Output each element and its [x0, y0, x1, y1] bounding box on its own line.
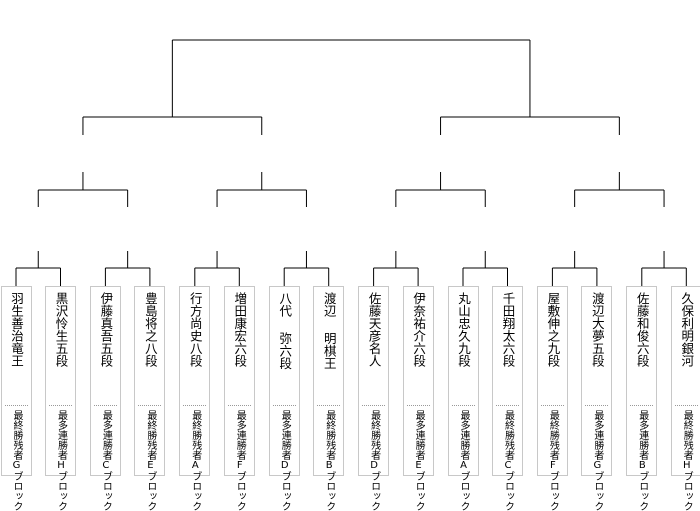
- player-card: 屋敷伸之九段最終勝残者Fブロック: [536, 286, 568, 511]
- qualification: 最多連勝者Gブロック: [591, 410, 603, 511]
- player-card: 増田康宏六段最多連勝者Fブロック: [223, 286, 255, 511]
- player-card: 渡辺 明棋王最終勝残者Bブロック: [313, 286, 345, 511]
- bracket-lines: [15, 39, 687, 286]
- divider: [406, 405, 430, 406]
- player-card: 千田翔太六段最終勝残者Cブロック: [492, 286, 523, 511]
- player-name: 佐藤和俊六段: [634, 292, 650, 367]
- player-name: 丸山忠久九段: [456, 292, 471, 367]
- qualification-block: Aブロック: [458, 460, 469, 511]
- player-card: 丸山忠久九段最多連勝者Aブロック: [447, 286, 479, 511]
- qualification: 最終勝残者Gブロック: [11, 410, 22, 511]
- divider: [4, 405, 28, 406]
- player-card: 羽生善治竜王最終勝残者Gブロック: [0, 286, 32, 511]
- qualification: 最終勝残者Aブロック: [189, 410, 201, 511]
- divider: [49, 405, 72, 406]
- divider: [362, 405, 386, 406]
- player-name: 渡辺大夢五段: [589, 292, 605, 367]
- divider: [496, 405, 519, 406]
- divider: [630, 405, 654, 406]
- qualification: 最多連勝者Eブロック: [413, 410, 425, 511]
- qualification: 最多連勝者Cブロック: [100, 410, 112, 511]
- qualification-block: Fブロック: [547, 460, 559, 511]
- qualification-block: Fブロック: [234, 460, 246, 511]
- qualification-block: Cブロック: [100, 460, 112, 511]
- divider: [674, 405, 698, 406]
- qualification-type: 最多連勝者: [100, 410, 112, 460]
- qualification: 最多連勝者Hブロック: [55, 410, 67, 511]
- qualification-type: 最終勝残者: [681, 410, 693, 460]
- player-card: 佐藤天彦名人最終勝残者Dブロック: [358, 286, 390, 511]
- player-card: 伊奈祐介六段最多連勝者Eブロック: [402, 286, 434, 511]
- qualification: 最終勝残者Eブロック: [144, 410, 156, 511]
- divider: [93, 405, 117, 406]
- player-name: 増田康宏六段: [232, 292, 248, 367]
- divider: [272, 405, 296, 406]
- qualification: 最終勝残者Cブロック: [502, 410, 514, 511]
- qualification-block: Gブロック: [591, 460, 603, 511]
- qualification: 最終勝残者Bブロック: [323, 410, 335, 511]
- player-card: 黒沢怜生五段最多連勝者Hブロック: [45, 286, 76, 511]
- qualification: 最終勝残者Dブロック: [368, 410, 380, 511]
- player-name: 久保利明銀河: [679, 292, 695, 367]
- tournament-bracket: 羽生善治竜王最終勝残者Gブロック黒沢怜生五段最多連勝者Hブロック伊藤真吾五段最多…: [0, 39, 700, 511]
- qualification-block: Hブロック: [681, 460, 693, 511]
- qualification-type: 最終勝残者: [547, 410, 559, 460]
- player-card: 佐藤和俊六段最多連勝者Bブロック: [626, 286, 658, 511]
- qualification: 最終勝残者Hブロック: [681, 410, 693, 511]
- qualification: 最多連勝者Fブロック: [234, 410, 246, 511]
- divider: [317, 405, 341, 406]
- qualification-block: Aブロック: [189, 460, 201, 511]
- player-name: 渡辺 明棋王: [321, 292, 337, 370]
- qualification-type: 最多連勝者: [55, 410, 67, 460]
- qualification-block: Bブロック: [323, 460, 335, 511]
- qualification-type: 最終勝残者: [323, 410, 335, 460]
- divider: [183, 405, 207, 406]
- divider: [138, 405, 162, 406]
- qualification-type: 最多連勝者: [591, 410, 603, 460]
- qualification-type: 最多連勝者: [636, 410, 648, 460]
- player-name: 羽生善治竜王: [9, 292, 24, 367]
- divider: [585, 405, 609, 406]
- player-name: 行方尚史八段: [187, 292, 203, 367]
- qualification-type: 最終勝残者: [189, 410, 201, 460]
- qualification-type: 最終勝残者: [502, 410, 514, 460]
- player-name: 八代 弥六段: [277, 292, 293, 370]
- qualification-type: 最多連勝者: [279, 410, 291, 460]
- qualification-block: Eブロック: [413, 460, 425, 511]
- qualification-block: Cブロック: [502, 460, 514, 511]
- qualification-block: Dブロック: [368, 460, 380, 511]
- player-card: 渡辺大夢五段最多連勝者Gブロック: [581, 286, 613, 511]
- qualification-type: 最終勝残者: [368, 410, 380, 460]
- qualification: 最終勝残者Fブロック: [547, 410, 559, 511]
- qualification-block: Bブロック: [636, 460, 648, 511]
- player-name: 豊島将之八段: [142, 292, 158, 367]
- qualification-block: Eブロック: [144, 460, 156, 511]
- qualification: 最多連勝者Aブロック: [458, 410, 469, 511]
- player-card: 豊島将之八段最終勝残者Eブロック: [134, 286, 166, 511]
- qualification-block: Hブロック: [55, 460, 67, 511]
- player-name: 千田翔太六段: [500, 292, 516, 367]
- qualification-block: Dブロック: [279, 460, 291, 511]
- player-card: 久保利明銀河最終勝残者Hブロック: [670, 286, 700, 511]
- player-card: 八代 弥六段最多連勝者Dブロック: [268, 286, 300, 511]
- player-name: 伊藤真吾五段: [98, 292, 114, 367]
- player-card: 伊藤真吾五段最多連勝者Cブロック: [89, 286, 121, 511]
- divider: [227, 405, 251, 406]
- qualification-type: 最多連勝者: [234, 410, 246, 460]
- qualification-block: Gブロック: [11, 460, 22, 511]
- player-card: 行方尚史八段最終勝残者Aブロック: [179, 286, 211, 511]
- player-name: 佐藤天彦名人: [366, 292, 382, 367]
- player-name: 黒沢怜生五段: [53, 292, 69, 367]
- divider: [540, 405, 564, 406]
- qualification: 最多連勝者Bブロック: [636, 410, 648, 511]
- player-name: 伊奈祐介六段: [411, 292, 427, 367]
- divider: [451, 405, 475, 406]
- qualification-type: 最終勝残者: [11, 410, 22, 460]
- qualification: 最多連勝者Dブロック: [279, 410, 291, 511]
- qualification-type: 最多連勝者: [458, 410, 469, 460]
- player-name: 屋敷伸之九段: [545, 292, 561, 367]
- qualification-type: 最多連勝者: [413, 410, 425, 460]
- qualification-type: 最終勝残者: [144, 410, 156, 460]
